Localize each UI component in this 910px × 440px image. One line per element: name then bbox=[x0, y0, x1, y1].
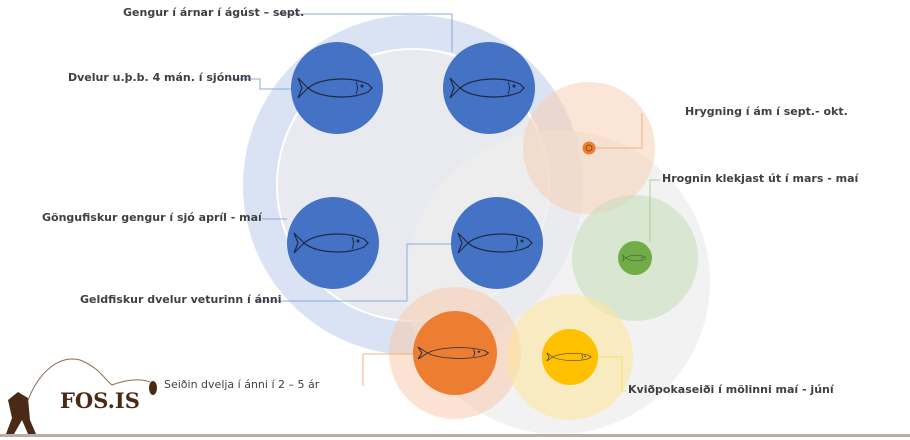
returning-fish-icon bbox=[443, 42, 535, 134]
adult-fish-icon bbox=[291, 42, 383, 134]
label-smolt: Göngufiskur gengur í sjó apríl - maí bbox=[42, 211, 262, 224]
fisherman-logo-icon bbox=[6, 358, 157, 434]
label-returning: Gengur í árnar í ágúst – sept. bbox=[123, 6, 305, 19]
label-hatching: Hrognin klekjast út í mars - maí bbox=[662, 172, 859, 185]
kelt-fish-icon bbox=[451, 197, 543, 289]
egg-icon bbox=[582, 141, 596, 155]
label-ocean: Dvelur u.þ.b. 4 mán. í sjónum bbox=[68, 71, 252, 84]
label-spawning: Hrygning í ám í sept.- okt. bbox=[685, 105, 848, 118]
alevin-icon bbox=[542, 329, 598, 385]
label-alevin: Kviðpokaseiði í mölinni maí - júní bbox=[628, 383, 834, 396]
label-kelt: Geldfiskur dvelur veturinn í ánni bbox=[80, 293, 282, 306]
fos-logo: FOS.IS bbox=[60, 388, 140, 413]
hatchling-icon bbox=[618, 241, 652, 275]
parr-fish-icon bbox=[413, 311, 497, 395]
label-parr: Seiðin dvelja í ánni í 2 – 5 ár bbox=[164, 378, 320, 391]
smolt-fish-icon bbox=[287, 197, 379, 289]
footer-divider bbox=[0, 434, 910, 437]
